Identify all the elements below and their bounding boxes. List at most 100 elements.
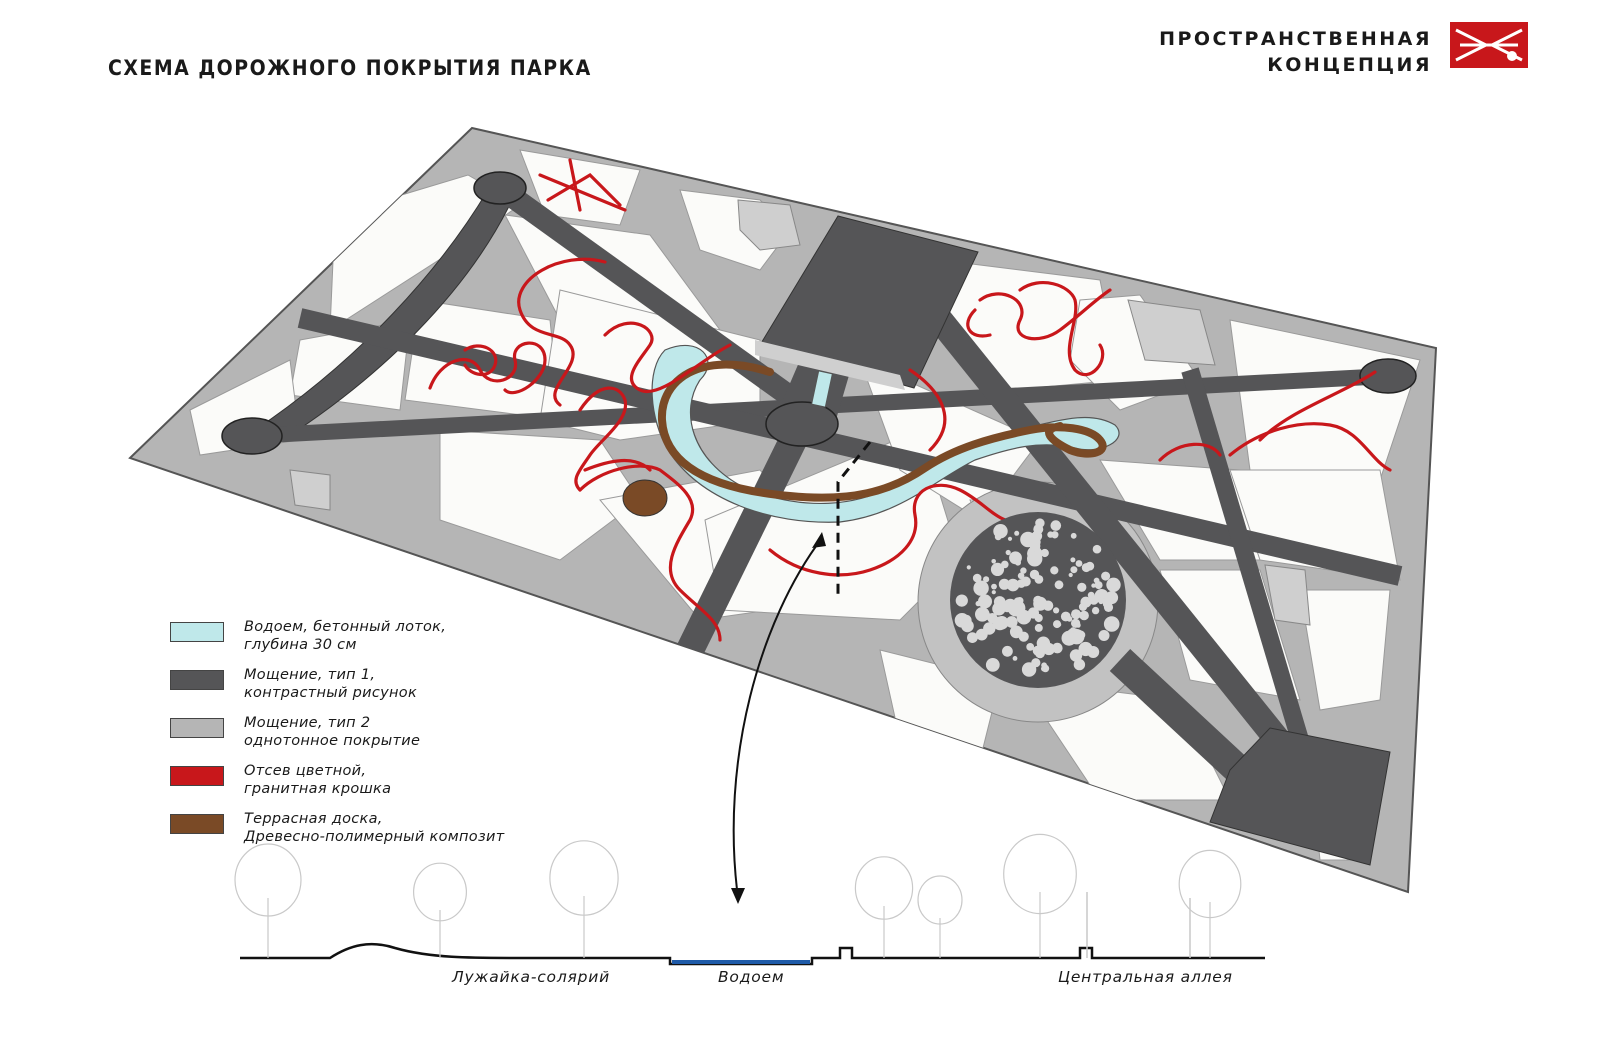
brand-line2: КОНЦЕПЦИЯ: [1267, 54, 1432, 76]
plaza-dot: [1002, 645, 1013, 657]
plaza-dot: [1033, 595, 1043, 606]
plaza-dot: [1080, 596, 1092, 608]
plaza-dot: [961, 619, 974, 633]
plaza-dot: [1009, 551, 1022, 565]
plaza-dot: [1103, 616, 1120, 632]
plaza-dot: [1075, 622, 1081, 628]
legend-item-water: Водоем, бетонный лоток, глубина 30 см: [170, 618, 590, 662]
plaza-dot: [1012, 656, 1018, 661]
legend-text: Отсев цветной, гранитная крошка: [244, 762, 391, 798]
plaza-dot: [997, 565, 1003, 571]
plaza-dot: [1047, 531, 1054, 538]
plaza-dot: [993, 524, 1008, 539]
plaza-dot: [1014, 530, 1020, 536]
plaza-dot: [1050, 520, 1062, 531]
plaza-dot: [1075, 560, 1083, 567]
plaza-dot: [1040, 548, 1049, 558]
plan-interior: [189, 149, 1421, 866]
section-label-alley: Центральная аллея: [1058, 968, 1233, 986]
gravel-paths: [428, 158, 1392, 642]
plaza-dot: [1093, 577, 1100, 584]
plaza-dot: [983, 622, 996, 635]
se-plaza: [1209, 727, 1391, 866]
legend-swatch: [170, 718, 224, 738]
legend-line: однотонное покрытие: [244, 733, 421, 749]
plaza-dot: [1079, 610, 1089, 621]
plaza-dot: [1007, 536, 1013, 541]
page-title: СХЕМА ДОРОЖНОГО ПОКРЫТИЯ ПАРКА: [108, 56, 592, 80]
plaza-dot: [1041, 664, 1050, 673]
central-plaza: [759, 215, 979, 389]
plaza-dot: [1009, 600, 1026, 616]
plaza-dot: [1053, 607, 1060, 614]
plaza-dot: [1005, 549, 1011, 556]
plaza-dot: [1091, 583, 1096, 588]
plaza-dot: [1070, 566, 1078, 574]
plaza-dot: [1066, 616, 1073, 622]
plaza-dot: [955, 594, 968, 607]
legend-text: Мощение, тип 2 однотонное покрытие: [244, 714, 420, 750]
legend-text: Мощение, тип 1, контрастный рисунок: [244, 666, 417, 702]
legend-item-paving2: Мощение, тип 2 однотонное покрытие: [170, 714, 590, 758]
section-drawing: [234, 833, 1265, 966]
plaza-dot: [991, 559, 996, 564]
brand-label: ПРОСТРАНСТВЕННАЯ КОНЦЕПЦИЯ: [1159, 26, 1432, 78]
plaza-dot: [1070, 627, 1076, 633]
legend-text: Водоем, бетонный лоток, глубина 30 см: [244, 618, 446, 654]
legend-item-gravel: Отсев цветной, гранитная крошка: [170, 762, 590, 806]
plaza-dot: [1035, 518, 1045, 528]
plaza-dot: [1099, 593, 1106, 599]
plaza-dot: [1098, 598, 1104, 605]
plaza-dot: [1034, 575, 1044, 584]
plaza-dot: [1061, 630, 1077, 646]
section-arrow-icon: [732, 537, 823, 899]
plaza-dot: [1077, 582, 1087, 592]
plaza-dot: [1103, 602, 1114, 613]
legend-line: Мощение, тип 2: [244, 715, 371, 731]
plaza-dot: [1031, 658, 1041, 668]
legend-item-paving1: Мощение, тип 1, контрастный рисунок: [170, 666, 590, 710]
plaza-dot: [973, 580, 989, 596]
plaza-dot: [1001, 560, 1009, 569]
legend-line: Террасная доска,: [244, 811, 383, 827]
plaza-dot: [1069, 649, 1083, 662]
plaza-dot: [972, 573, 982, 583]
plaza-dot: [1018, 631, 1029, 642]
plaza-dot: [1020, 567, 1027, 574]
plaza-dot: [1092, 544, 1102, 554]
legend-line: Водоем, бетонный лоток,: [244, 619, 447, 635]
plaza-dot: [1026, 643, 1035, 651]
plaza-dot: [975, 607, 990, 622]
legend-line: Отсев цветной,: [244, 763, 367, 779]
legend-item-deck: Террасная доска, Древесно-полимерный ком…: [170, 810, 590, 854]
plaza-dot: [1006, 578, 1020, 592]
plaza-dot: [1050, 566, 1059, 575]
section-label-pond: Водоем: [718, 968, 785, 986]
plaza-dot: [993, 616, 1007, 631]
plaza-dot: [1054, 580, 1064, 590]
tree-icon: [917, 875, 963, 925]
plaza-dot: [1034, 623, 1043, 632]
legend-text: Террасная доска, Древесно-полимерный ком…: [244, 810, 504, 846]
section-label-lawn: Лужайка-солярий: [452, 968, 611, 986]
plaza-dot: [998, 578, 1010, 590]
plaza-dot: [1053, 620, 1061, 629]
plaza-dot: [1005, 616, 1018, 628]
plaza-dot: [1030, 536, 1041, 548]
plaza-dot: [1091, 606, 1100, 615]
plaza-dot: [1070, 532, 1077, 539]
plaza-dot: [1105, 591, 1119, 605]
plaza-dot: [979, 595, 991, 607]
plaza-dot: [1044, 647, 1049, 652]
deck-path: [657, 360, 1107, 502]
plaza-dot: [1085, 561, 1095, 571]
plaza-dot: [963, 615, 969, 621]
plaza-dot: [1068, 572, 1073, 578]
legend-line: контрастный рисунок: [244, 685, 418, 701]
legend-line: гранитная крошка: [244, 781, 392, 797]
plaza-dot: [1070, 557, 1076, 563]
plaza-dot: [967, 632, 978, 643]
legend-swatch: [170, 766, 224, 786]
plaza-dot: [991, 583, 997, 590]
